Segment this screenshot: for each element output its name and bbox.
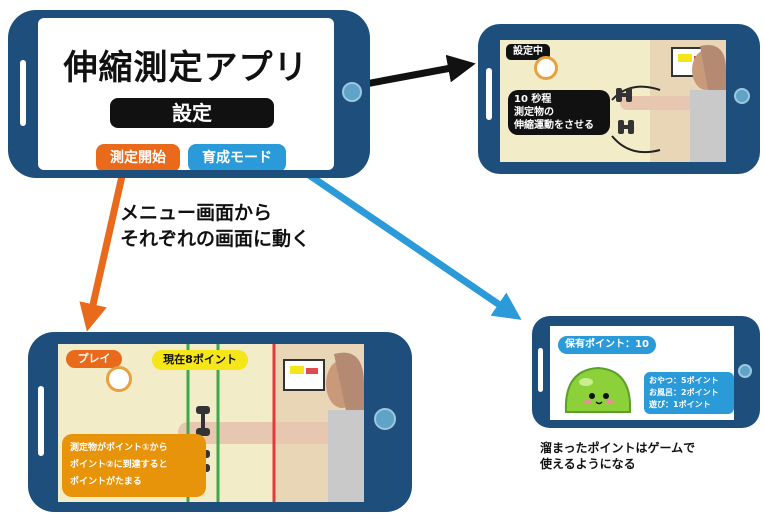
cost-play: 遊び：1ポイント — [649, 400, 711, 409]
slime-illustration — [564, 366, 632, 413]
raise-screen: 保有ポイント：10 おやつ：5ポイント お風呂：2ポイント 遊び：1ポイント — [550, 326, 734, 420]
play-instruction-line-2: ポイント②に到達すると — [70, 460, 168, 470]
settings-instruction-line-1: 10 秒程 — [514, 94, 552, 105]
arrow-to-raise — [288, 159, 522, 320]
settings-instruction-line-3: 伸縮運動をさせる — [514, 120, 594, 131]
play-mode-badge: プレイ — [66, 350, 122, 368]
menu-screen: 伸縮測定アプリ 設定 測定開始 育成モード — [38, 18, 334, 170]
costs-list: おやつ：5ポイント お風呂：2ポイント 遊び：1ポイント — [644, 372, 734, 414]
play-screen: プレイ 現在8ポイント 測定物がポイント①から ポイント②に到達すると ポイント… — [58, 344, 364, 502]
current-points-label: 現在8ポイント — [152, 350, 248, 370]
phone-side-button — [20, 60, 26, 126]
phone-home-button — [734, 88, 750, 104]
arrow-to-play — [79, 175, 126, 332]
phone-side-button — [38, 386, 44, 456]
phone-home-button — [342, 82, 362, 102]
cost-snack: おやつ：5ポイント — [649, 376, 719, 385]
settings-screen: 設定中 10 秒程 測定物の 伸縮運動をさせる — [500, 40, 726, 162]
menu-caption: メニュー画面から それぞれの画面に動く — [120, 200, 310, 252]
menu-caption-line-1: メニュー画面から — [120, 202, 273, 224]
settings-button[interactable]: 設定 — [110, 98, 274, 128]
play-instruction-line-3: ポイントがたまる — [70, 477, 142, 487]
held-points-label: 保有ポイント：10 — [558, 336, 656, 354]
play-phone: プレイ 現在8ポイント 測定物がポイント①から ポイント②に到達すると ポイント… — [28, 332, 412, 512]
play-instruction-line-1: 測定物がポイント①から — [70, 443, 168, 453]
measure-start-button[interactable]: 測定開始 — [96, 144, 180, 170]
menu-phone: 伸縮測定アプリ 設定 測定開始 育成モード — [8, 10, 370, 178]
raise-mode-button[interactable]: 育成モード — [188, 144, 286, 170]
exerciser-illustration — [611, 40, 726, 162]
settings-phone: 設定中 10 秒程 測定物の 伸縮運動をさせる — [478, 24, 760, 174]
raise-phone: 保有ポイント：10 おやつ：5ポイント お風呂：2ポイント 遊び：1ポイント — [532, 316, 760, 428]
clock-icon — [106, 366, 132, 392]
settings-instruction-line-2: 測定物の — [514, 107, 554, 118]
app-title: 伸縮測定アプリ — [63, 48, 309, 88]
settings-instruction: 10 秒程 測定物の 伸縮運動をさせる — [508, 90, 610, 135]
play-instruction: 測定物がポイント①から ポイント②に到達すると ポイントがたまる — [62, 434, 206, 497]
clock-icon — [534, 56, 558, 80]
raise-caption-line-1: 溜まったポイントはゲームで — [540, 441, 696, 455]
raise-caption-line-2: 使えるようになる — [540, 457, 636, 471]
phone-home-button — [738, 364, 752, 378]
phone-side-button — [538, 348, 543, 392]
cost-bath: お風呂：2ポイント — [649, 388, 719, 397]
phone-home-button — [374, 408, 396, 430]
menu-caption-line-2: それぞれの画面に動く — [120, 228, 311, 250]
play-illustration — [178, 344, 364, 502]
settings-mode-badge: 設定中 — [506, 44, 550, 60]
raise-caption: 溜まったポイントはゲームで 使えるようになる — [540, 440, 695, 472]
phone-side-button — [486, 68, 492, 120]
